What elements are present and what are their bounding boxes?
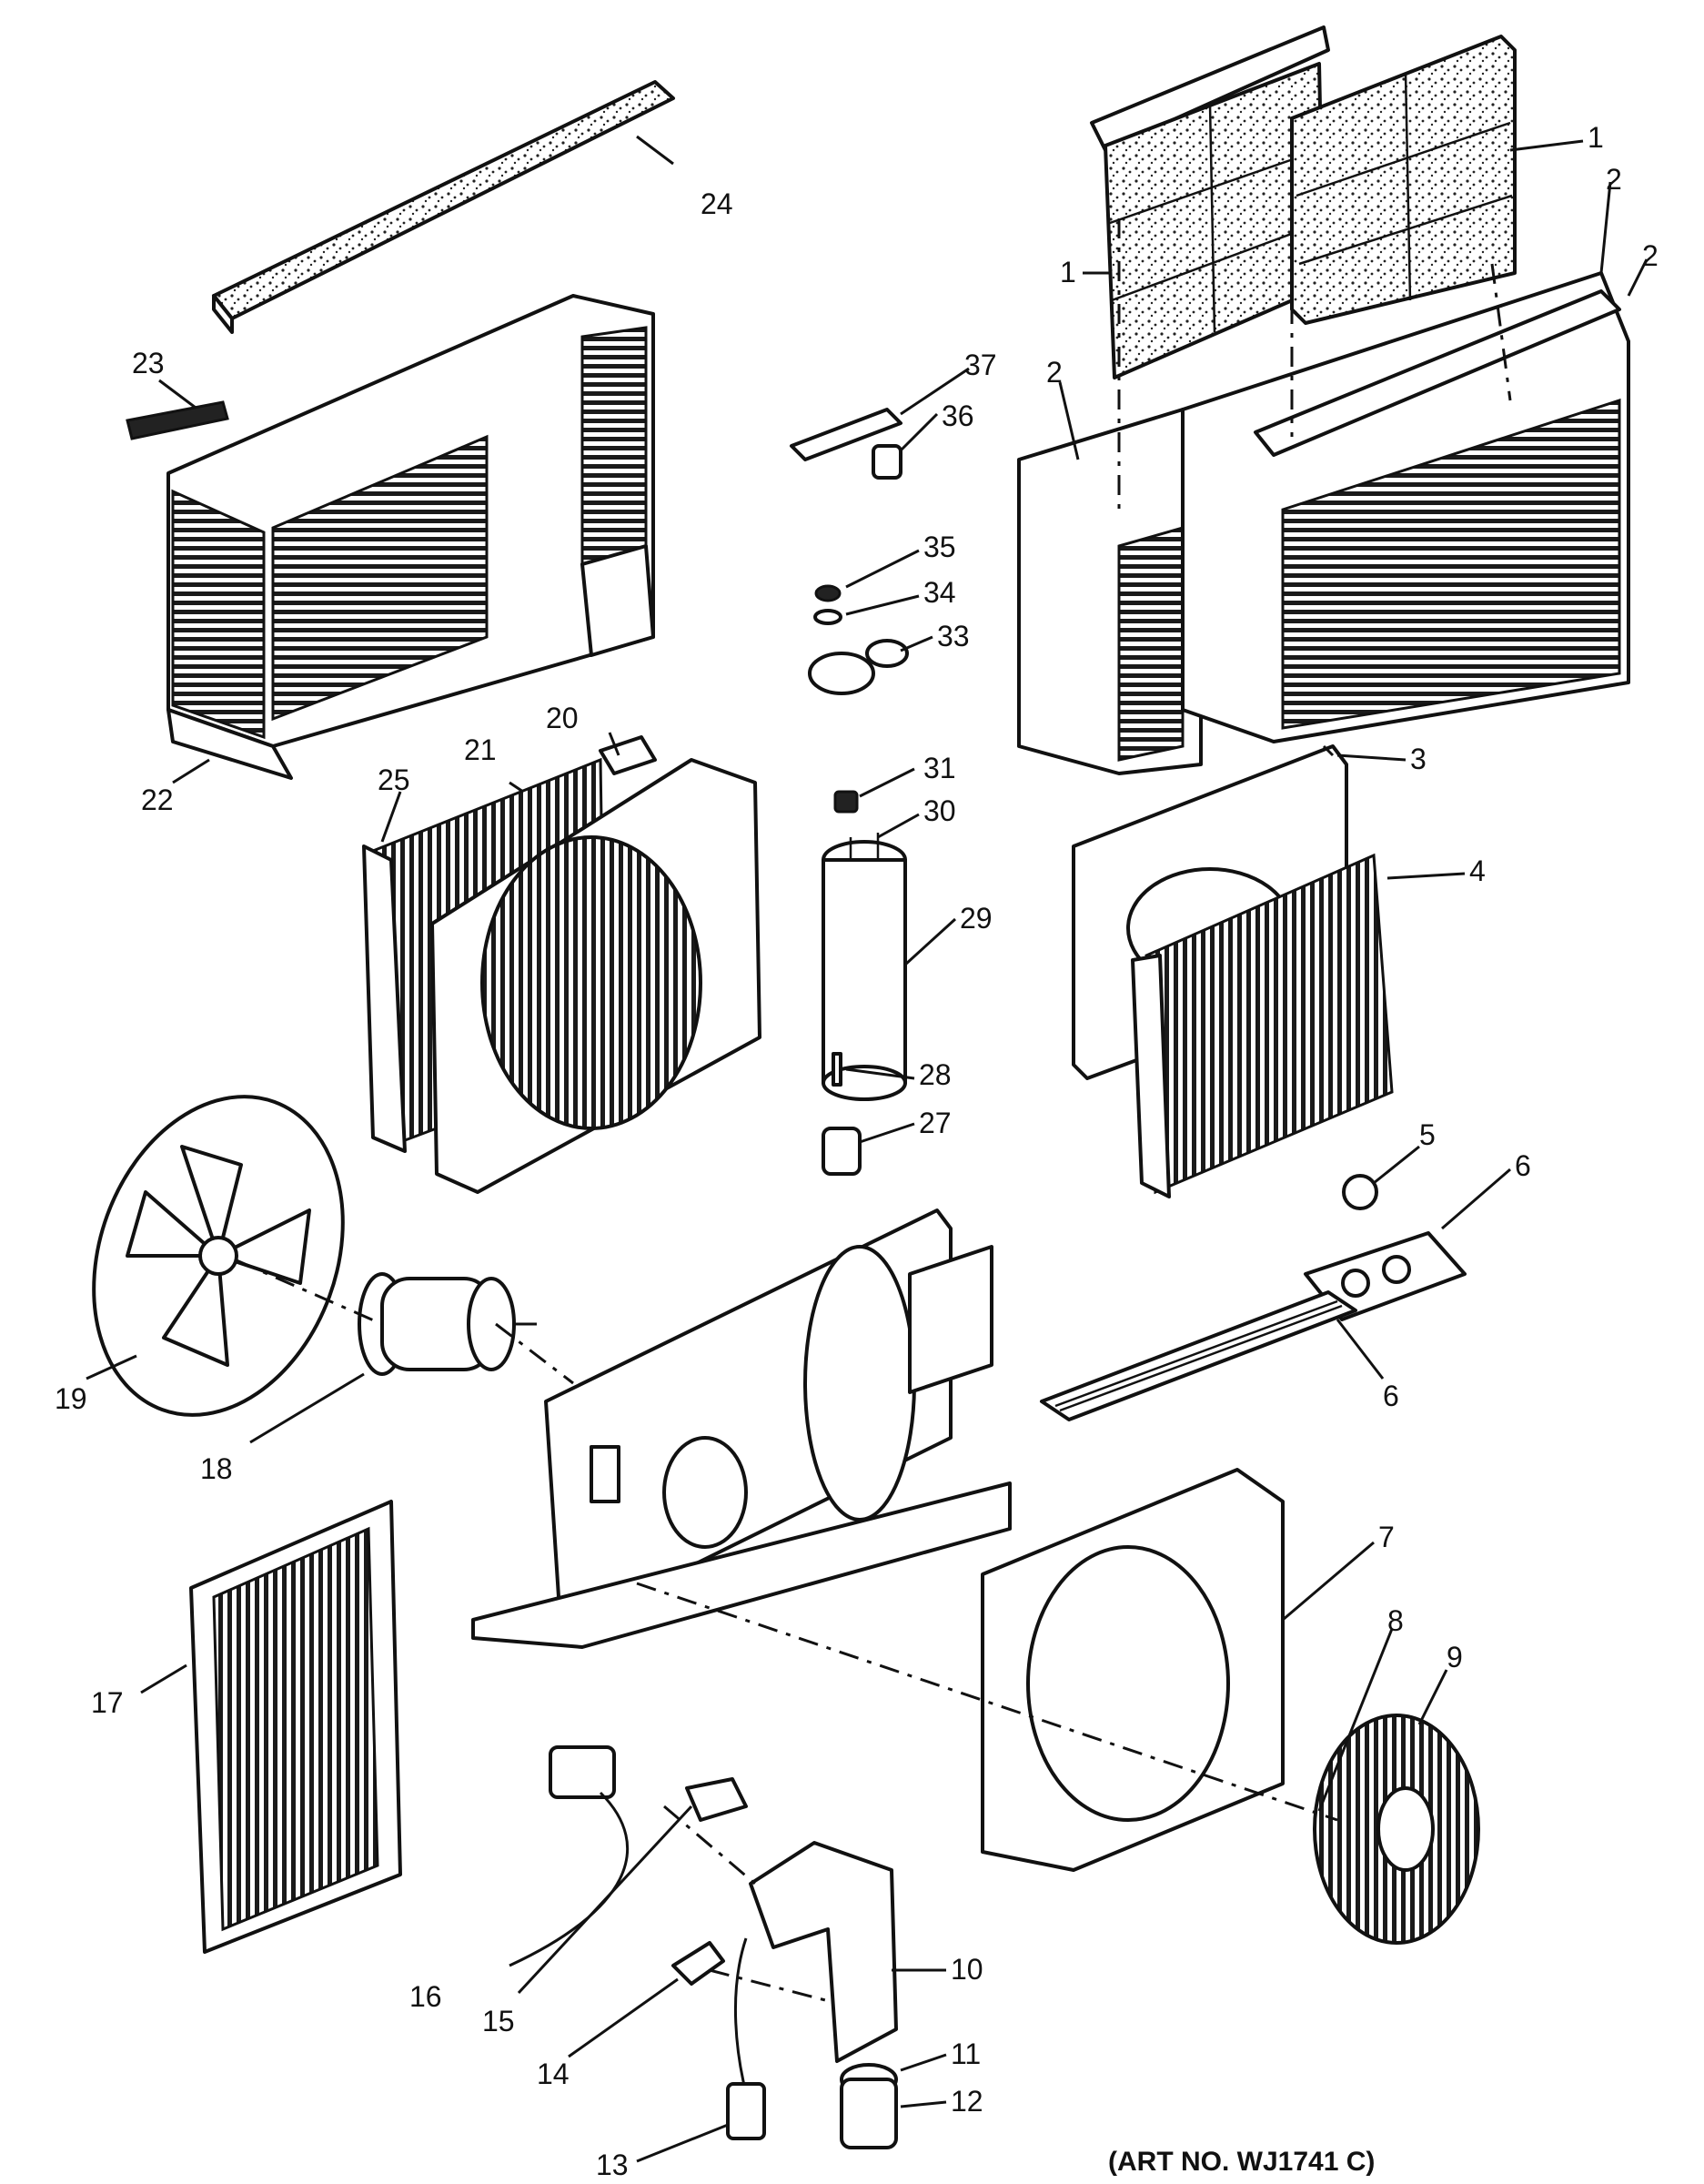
- part-35-nut: [814, 584, 842, 602]
- callout-10: 10: [951, 1953, 983, 1986]
- part-17-louver: [189, 1500, 402, 1954]
- callout-11: 11: [951, 2037, 981, 2070]
- callout-35: 35: [923, 531, 956, 563]
- callout-5: 5: [1419, 1118, 1436, 1151]
- callout-2-left: 2: [1046, 356, 1063, 389]
- callout-12: 12: [951, 2085, 983, 2118]
- part-4-evaporator-coil: [1131, 853, 1394, 1198]
- part-1-filter-left: [1090, 25, 1330, 379]
- part-28-pin: [832, 1052, 842, 1087]
- art-number: (ART NO. WJ1741 C): [1108, 2147, 1375, 2177]
- part-1-filter-right: [1290, 35, 1517, 325]
- callout-16: 16: [409, 1980, 442, 2013]
- callout-1-left: 1: [1060, 256, 1076, 288]
- part-9-blower-wheel: [1313, 1714, 1480, 1945]
- callout-14: 14: [537, 2058, 570, 2090]
- callout-34: 34: [923, 576, 956, 609]
- part-5-nut: [1342, 1174, 1378, 1210]
- part-12-switch-body: [840, 2078, 898, 2149]
- callout-7: 7: [1378, 1521, 1395, 1553]
- part-2-front-panel-left: [1017, 408, 1203, 775]
- callout-22: 24: [701, 187, 733, 220]
- callout-29: 29: [960, 902, 993, 935]
- callout-33: 33: [937, 620, 970, 652]
- callout-19: 19: [55, 1382, 87, 1415]
- part-2-front-panel-right: [1181, 271, 1630, 743]
- part-16-cord: [509, 1745, 630, 1967]
- part-34-washer: [813, 609, 842, 625]
- callout-18: 18: [200, 1452, 233, 1485]
- callout-15: 15: [482, 2005, 515, 2037]
- part-27-grommet: [822, 1127, 862, 1176]
- part-33-terminal-cover: [808, 639, 909, 695]
- part-10-control-box: [749, 1841, 898, 2063]
- callout-23: 20: [546, 702, 579, 734]
- part-22-gasket-strip: [212, 80, 675, 334]
- assembly-lines: [236, 218, 1512, 2004]
- callout-1-right: 1: [1588, 121, 1604, 154]
- part-37-bracket: [790, 408, 902, 461]
- callout-3: 3: [1410, 743, 1427, 775]
- callout-20: 22: [141, 784, 174, 816]
- callout-28: 28: [919, 1058, 952, 1091]
- callout-13: 13: [596, 2149, 629, 2181]
- part-6-drain-tray: [1040, 1290, 1357, 1421]
- callout-21: 23: [132, 347, 165, 379]
- callout-30: 30: [923, 794, 956, 827]
- part-24-shroud: [430, 758, 761, 1194]
- callout-25: 25: [378, 763, 410, 796]
- part-31-cap-nut: [833, 790, 859, 814]
- part-14-strain-relief: [671, 1941, 725, 1986]
- callout-27: 27: [919, 1107, 952, 1139]
- callout-6-top: 6: [1515, 1149, 1531, 1182]
- callout-2-top: 2: [1606, 163, 1622, 196]
- callout-9: 9: [1447, 1641, 1463, 1673]
- callout-4: 4: [1469, 854, 1486, 887]
- callout-8: 8: [1387, 1604, 1404, 1637]
- callout-24: 21: [464, 733, 497, 766]
- callout-6-bottom: 6: [1383, 1380, 1399, 1412]
- part-23-bracket: [599, 735, 657, 775]
- part-15-relay: [685, 1777, 748, 1822]
- part-36-grommet: [872, 444, 902, 480]
- callout-2-right: 2: [1642, 239, 1659, 272]
- leader-lines: [86, 135, 1649, 2163]
- callout-labels: 24 23 22 1 1 2 2 2 37 36 35 34 33 3 31 3…: [55, 121, 1659, 2181]
- part-20-cabinet: [166, 294, 655, 780]
- part-29-capacitor: [822, 833, 907, 1101]
- part-18-fan-motor: [358, 1272, 537, 1376]
- callout-31: 31: [923, 752, 956, 784]
- callout-36: 36: [942, 399, 974, 432]
- part-19-fan-blade: [92, 1095, 345, 1417]
- base-pan-bulkhead: [471, 1208, 1012, 1649]
- part-13-plug: [726, 1937, 766, 2140]
- part-7-blower-scroll: [981, 1468, 1285, 1872]
- callout-17: 17: [91, 1686, 124, 1719]
- part-21-seal: [126, 400, 229, 440]
- callout-37: 37: [964, 349, 997, 381]
